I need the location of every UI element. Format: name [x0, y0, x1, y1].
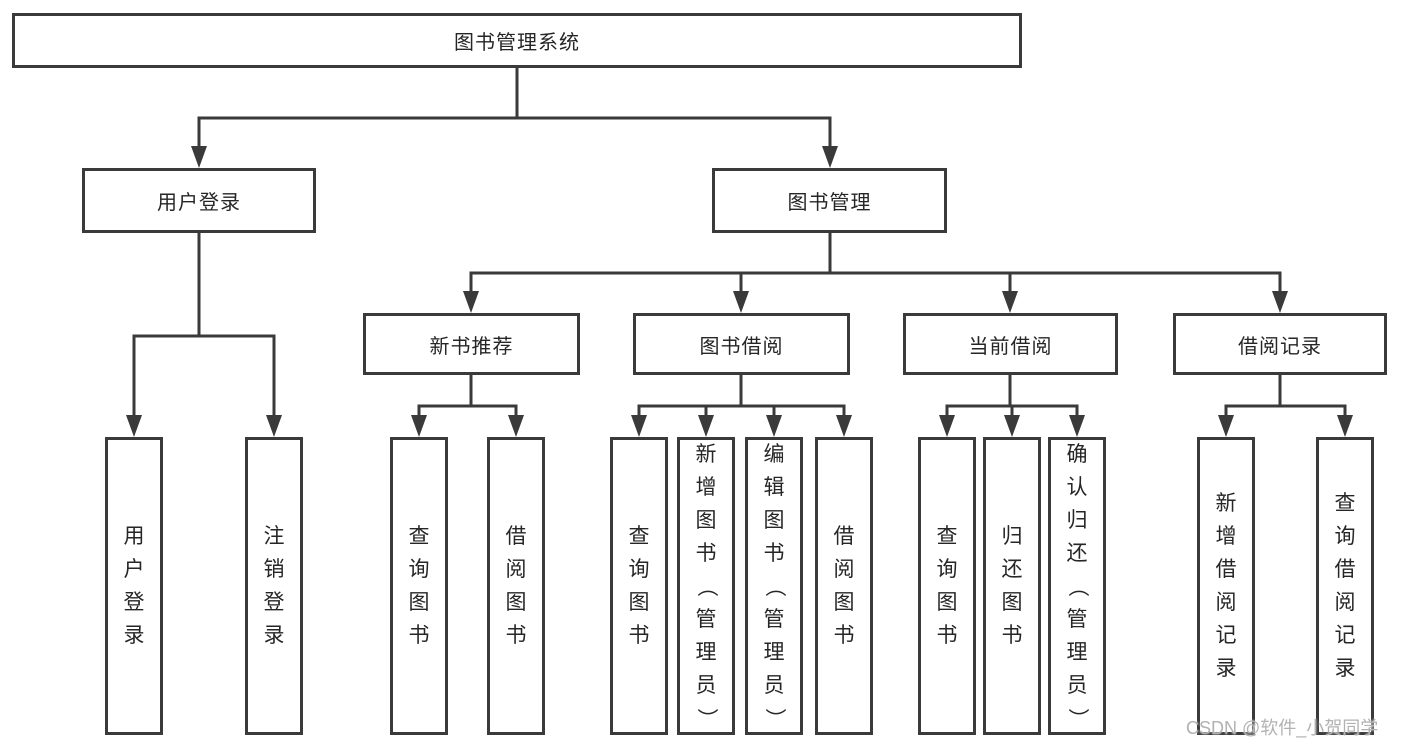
leaf-borrow-query-book: 查询图书: [610, 437, 668, 735]
node-book-borrow: 图书借阅: [633, 313, 850, 375]
leaf-borrow-book: 借阅图书: [815, 437, 873, 735]
leaf-recommend-borrow-book: 借阅图书: [487, 437, 545, 735]
leaf-add-book-admin: 新增图书（管理员）: [677, 437, 735, 735]
csdn-watermark: CSDN @软件_小贺同学: [1186, 718, 1379, 738]
leaf-confirm-return-admin: 确认归还（管理员）: [1048, 437, 1106, 735]
leaf-return-book: 归还图书: [983, 437, 1041, 735]
leaf-logout: 注销登录: [245, 437, 303, 735]
leaf-query-borrow-record: 查询借阅记录: [1316, 437, 1374, 735]
leaf-user-login: 用户登录: [105, 437, 163, 735]
connector-lines: [132, 68, 1347, 415]
node-borrow-records: 借阅记录: [1173, 313, 1387, 375]
node-current-borrow: 当前借阅: [903, 313, 1118, 375]
arrowheads: [126, 146, 1353, 437]
leaf-current-query-book: 查询图书: [918, 437, 976, 735]
node-user-login: 用户登录: [82, 168, 316, 233]
node-new-book-recommend: 新书推荐: [363, 313, 580, 375]
node-book-management: 图书管理: [712, 168, 947, 233]
leaf-add-borrow-record: 新增借阅记录: [1197, 437, 1255, 735]
node-root: 图书管理系统: [12, 13, 1022, 68]
leaf-recommend-query-book: 查询图书: [390, 437, 448, 735]
leaf-edit-book-admin: 编辑图书（管理员）: [745, 437, 803, 735]
